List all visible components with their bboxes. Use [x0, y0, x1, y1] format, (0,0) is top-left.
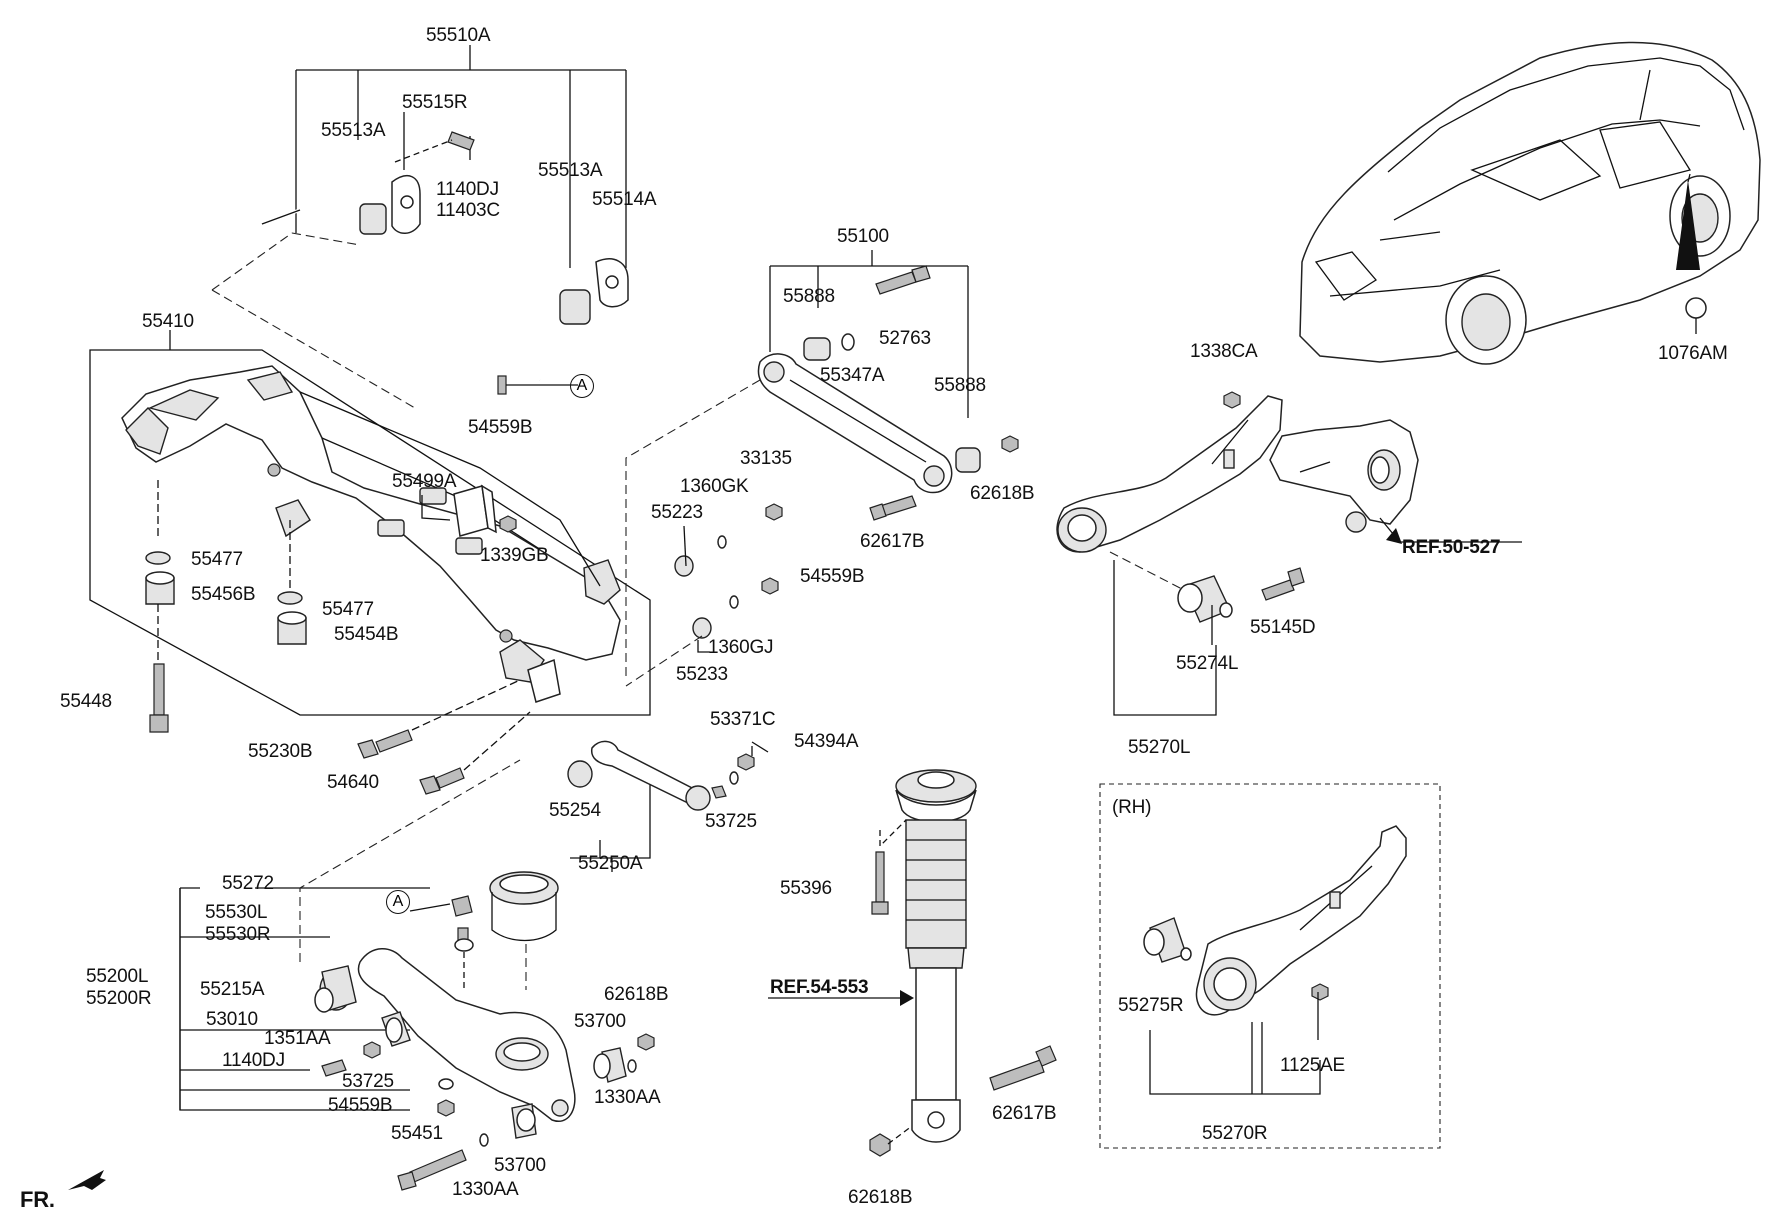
label-1330AA-b: 1330AA — [452, 1179, 519, 1200]
label-55510A: 55510A — [426, 25, 491, 46]
label-62618B-c: 62618B — [848, 1187, 913, 1208]
ref-50-527: REF.50-527 — [1402, 537, 1501, 558]
label-1360GK: 1360GK — [680, 476, 749, 497]
label-54559B-mid: 54559B — [800, 566, 865, 587]
label-55270R: 55270R — [1202, 1123, 1268, 1144]
label-55514A: 55514A — [592, 189, 657, 210]
label-55230B: 55230B — [248, 741, 313, 762]
label-55215A: 55215A — [200, 979, 265, 1000]
label-55451: 55451 — [391, 1123, 443, 1144]
trailing-arm-group — [1056, 391, 1522, 716]
front-direction-arrow — [68, 1170, 106, 1190]
label-55888-b: 55888 — [934, 375, 986, 396]
label-55513A-left: 55513A — [321, 120, 386, 141]
fr-tag: FR. — [20, 1187, 55, 1212]
middle-small-parts — [567, 503, 783, 872]
label-55410: 55410 — [142, 311, 194, 332]
label-62618B-a: 62618B — [970, 483, 1035, 504]
label-55100: 55100 — [837, 226, 889, 247]
label-55456B: 55456B — [191, 584, 256, 605]
label-55200L: 55200L — [86, 966, 149, 987]
label-55254: 55254 — [549, 800, 601, 821]
label-55396: 55396 — [780, 878, 832, 899]
rh-tag: (RH) — [1112, 797, 1152, 818]
label-55347A: 55347A — [820, 365, 885, 386]
label-53700-b: 53700 — [494, 1155, 546, 1176]
label-1076AM: 1076AM — [1658, 343, 1728, 364]
lower-arm-group — [179, 759, 655, 1191]
label-54559B-low: 54559B — [328, 1095, 393, 1116]
label-54640: 54640 — [327, 772, 379, 793]
rh-inset-group — [1099, 783, 1441, 1149]
label-52763: 52763 — [879, 328, 931, 349]
label-55223: 55223 — [651, 502, 703, 523]
label-1351AA: 1351AA — [264, 1028, 331, 1049]
label-53371C: 53371C — [710, 709, 776, 730]
label-1125AE: 1125AE — [1280, 1055, 1346, 1076]
label-54559B-top: 54559B — [468, 417, 533, 438]
circle-ref-a-low: A — [386, 890, 410, 914]
label-62617B-a: 62617B — [860, 531, 925, 552]
label-55250A: 55250A — [578, 853, 643, 874]
label-1140DJ-low: 1140DJ — [222, 1050, 285, 1071]
label-33135: 33135 — [740, 448, 792, 469]
vehicle-illustration — [1299, 41, 1761, 365]
label-55272: 55272 — [222, 873, 274, 894]
label-55530R: 55530R — [205, 924, 271, 945]
label-53700-a: 53700 — [574, 1011, 626, 1032]
circle-ref-a-top: A — [570, 374, 594, 398]
label-53010: 53010 — [206, 1009, 258, 1030]
ref-54-553: REF.54-553 — [770, 977, 869, 998]
label-62618B-b: 62618B — [604, 984, 669, 1005]
label-55477-a: 55477 — [191, 549, 243, 570]
label-53725-mid: 53725 — [705, 811, 757, 832]
stabilizer-bar-group — [211, 45, 629, 409]
label-54394A: 54394A — [794, 731, 859, 752]
label-55888-a: 55888 — [783, 286, 835, 307]
label-1338CA: 1338CA — [1190, 341, 1258, 362]
label-55499A: 55499A — [392, 471, 457, 492]
label-1339GB: 1339GB — [480, 545, 549, 566]
label-1360GJ: 1360GJ — [708, 637, 774, 658]
label-55270L: 55270L — [1128, 737, 1191, 758]
label-62617B-b: 62617B — [992, 1103, 1057, 1124]
label-55513A-right: 55513A — [538, 160, 603, 181]
label-1330AA-a: 1330AA — [594, 1087, 661, 1108]
label-1140DJ-top: 1140DJ — [436, 179, 499, 200]
crossmember-group — [89, 330, 651, 795]
label-55477-b: 55477 — [322, 599, 374, 620]
label-11403C: 11403C — [436, 200, 500, 221]
label-55448: 55448 — [60, 691, 112, 712]
label-55530L: 55530L — [205, 902, 268, 923]
upper-arm-group — [625, 250, 1019, 680]
label-55145D: 55145D — [1250, 617, 1316, 638]
label-55274L: 55274L — [1176, 653, 1239, 674]
shock-absorber-group — [768, 769, 1057, 1157]
label-55454B: 55454B — [334, 624, 399, 645]
label-53725-low: 53725 — [342, 1071, 394, 1092]
label-55200R: 55200R — [86, 988, 152, 1009]
label-55515R: 55515R — [402, 92, 468, 113]
label-55275R: 55275R — [1118, 995, 1184, 1016]
label-55233: 55233 — [676, 664, 728, 685]
